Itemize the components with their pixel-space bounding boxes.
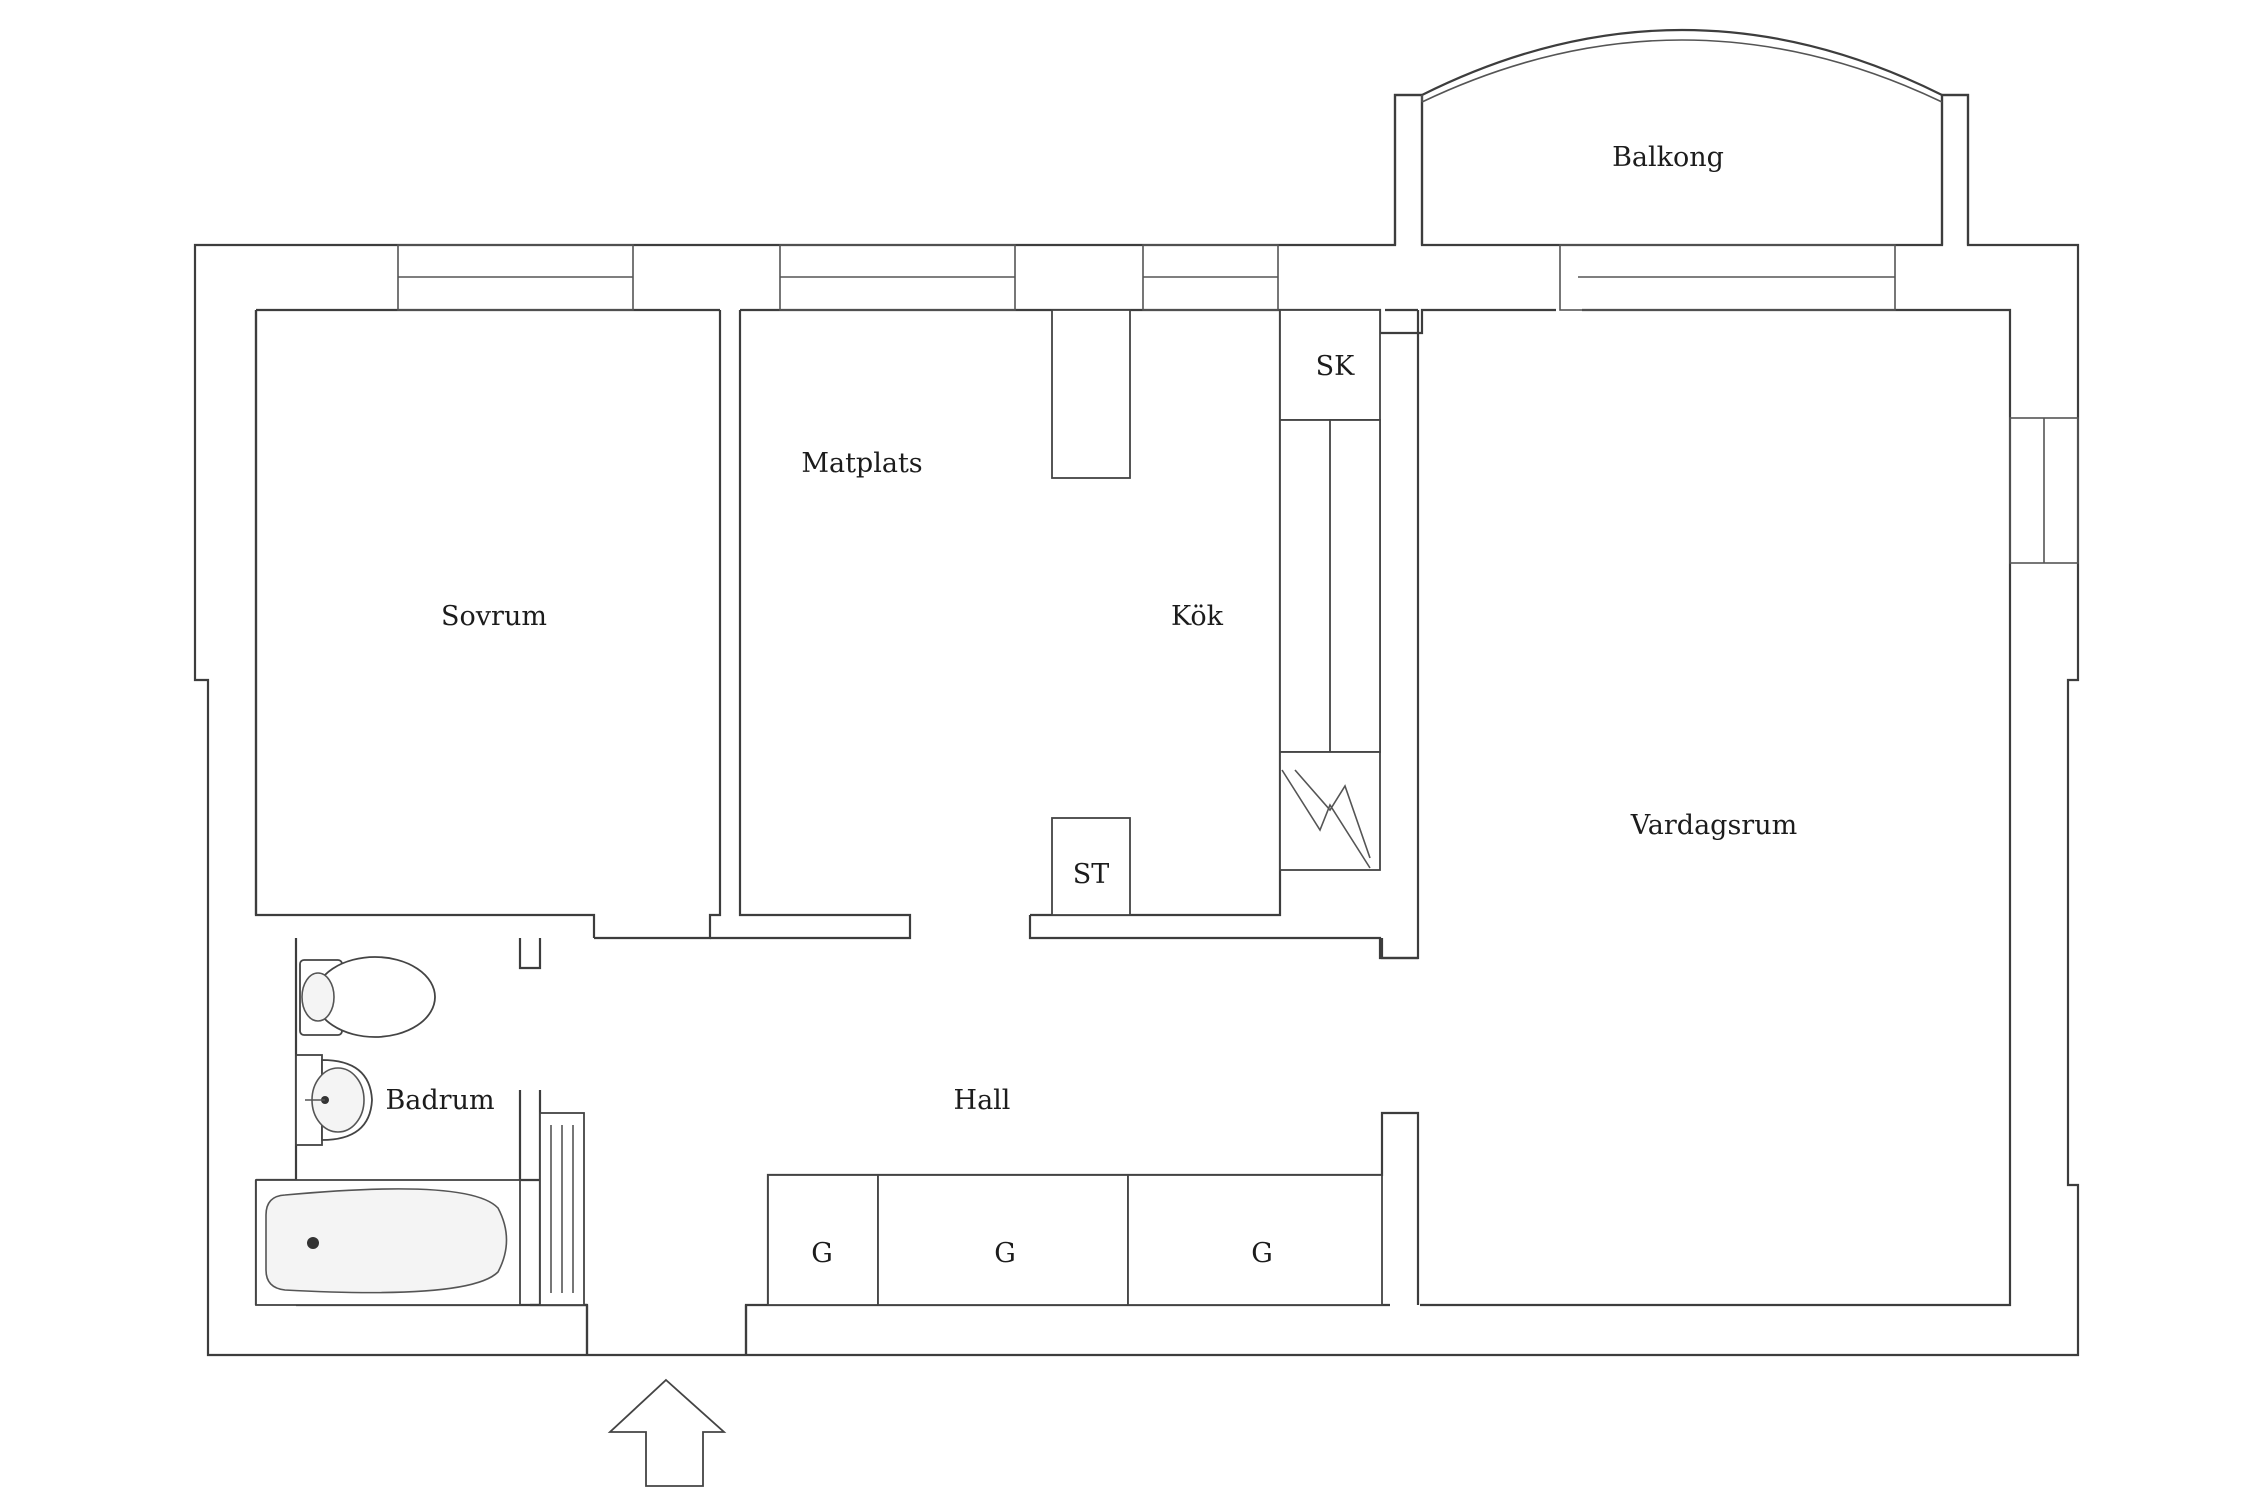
bathroom-fixtures — [255, 956, 585, 1306]
room-labels: Balkong Sovrum Matplats Kök SK ST Vardag… — [385, 142, 1797, 1269]
label-st: ST — [1073, 859, 1110, 890]
label-kok: Kök — [1171, 601, 1224, 632]
kitchen-fixtures — [1051, 309, 1381, 916]
window-kok — [1142, 244, 1279, 311]
bathtub-icon — [255, 1179, 521, 1306]
label-hall: Hall — [954, 1085, 1011, 1116]
label-sovrum: Sovrum — [441, 601, 547, 632]
label-badrum: Badrum — [385, 1085, 494, 1116]
closet-sk — [1279, 309, 1381, 421]
refrigerator-icon — [1279, 751, 1381, 871]
windows — [397, 244, 2079, 564]
balcony — [1393, 28, 1970, 245]
hall-closets — [767, 1174, 1383, 1306]
radiator-icon — [539, 1112, 585, 1306]
sink-icon — [295, 1054, 373, 1146]
label-closet: G — [811, 1238, 833, 1269]
toilet-icon — [299, 956, 436, 1038]
label-vardagsrum: Vardagsrum — [1630, 810, 1797, 841]
kitchen-cabinet — [1329, 419, 1381, 753]
window-sovrum — [397, 244, 634, 311]
label-matplats: Matplats — [801, 448, 922, 479]
label-closet: G — [1251, 1238, 1273, 1269]
outer-walls — [193, 93, 2080, 1357]
chimney-icon — [1051, 309, 1131, 479]
label-balkong: Balkong — [1612, 142, 1724, 173]
entrance-arrow-icon — [607, 1378, 727, 1487]
label-sk: SK — [1316, 351, 1355, 382]
label-closet: G — [994, 1238, 1016, 1269]
window-matplats — [779, 244, 1016, 311]
storage-st — [1051, 817, 1131, 916]
window-vardagsrum-side — [2009, 417, 2079, 564]
window-vardagsrum — [1559, 244, 1896, 311]
